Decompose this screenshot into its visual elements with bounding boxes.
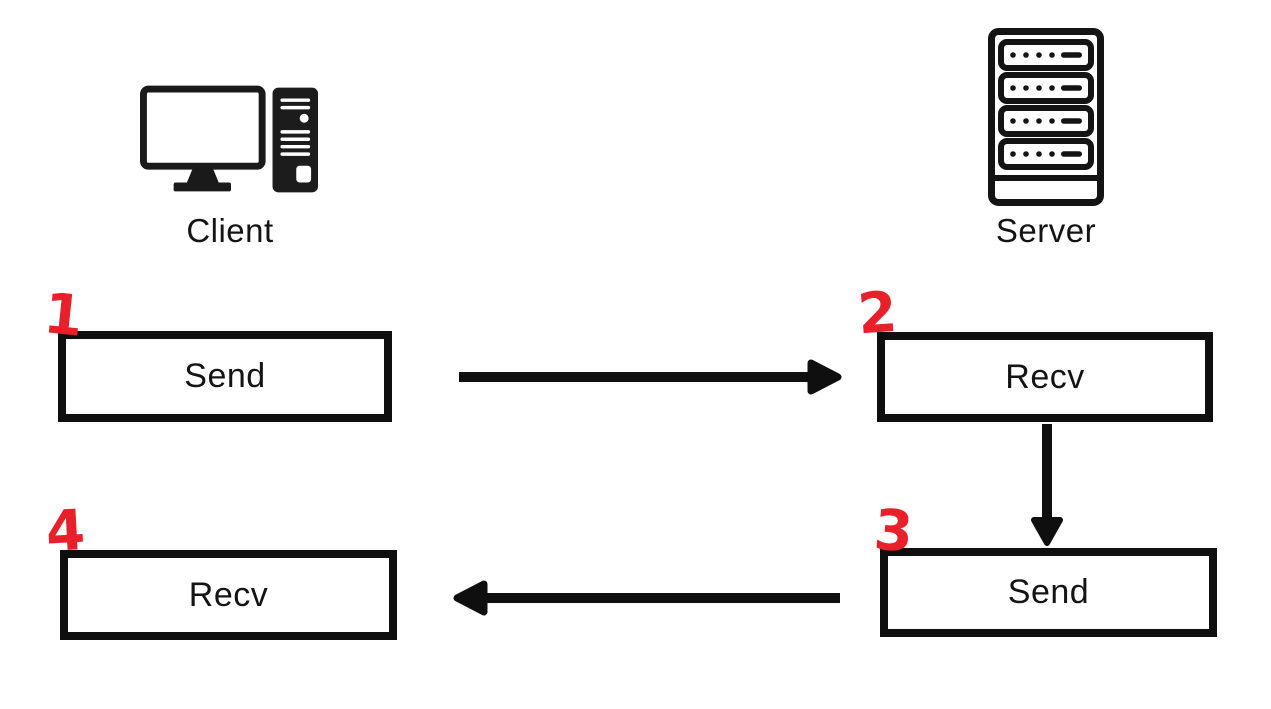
arrow-down-recv-to-send-icon [1028,424,1066,548]
step-number-1: 1 [40,281,87,350]
server-actor [988,28,1104,206]
step-box-client-recv: Recv [60,550,397,640]
step-number-3: 3 [871,497,916,566]
step-label-client-send: Send [184,357,266,395]
step-number-4: 4 [44,498,87,565]
step-box-server-recv: Recv [877,332,1213,422]
client-actor [140,85,320,195]
step-label-client-recv: Recv [188,575,269,614]
step-box-server-send: Send [880,548,1217,637]
server-label: Server [995,212,1097,249]
step-number-2: 2 [855,279,900,348]
step-box-client-send: Send [58,331,392,422]
client-label: Client [186,212,274,249]
step-label-server-recv: Recv [1005,357,1085,396]
arrow-left-send-to-recv-icon [452,579,842,617]
client-computer-icon [140,85,319,193]
arrow-right-send-to-recv-icon [455,358,843,396]
step-label-server-send: Send [1007,573,1090,611]
server-rack-icon [988,28,1104,206]
